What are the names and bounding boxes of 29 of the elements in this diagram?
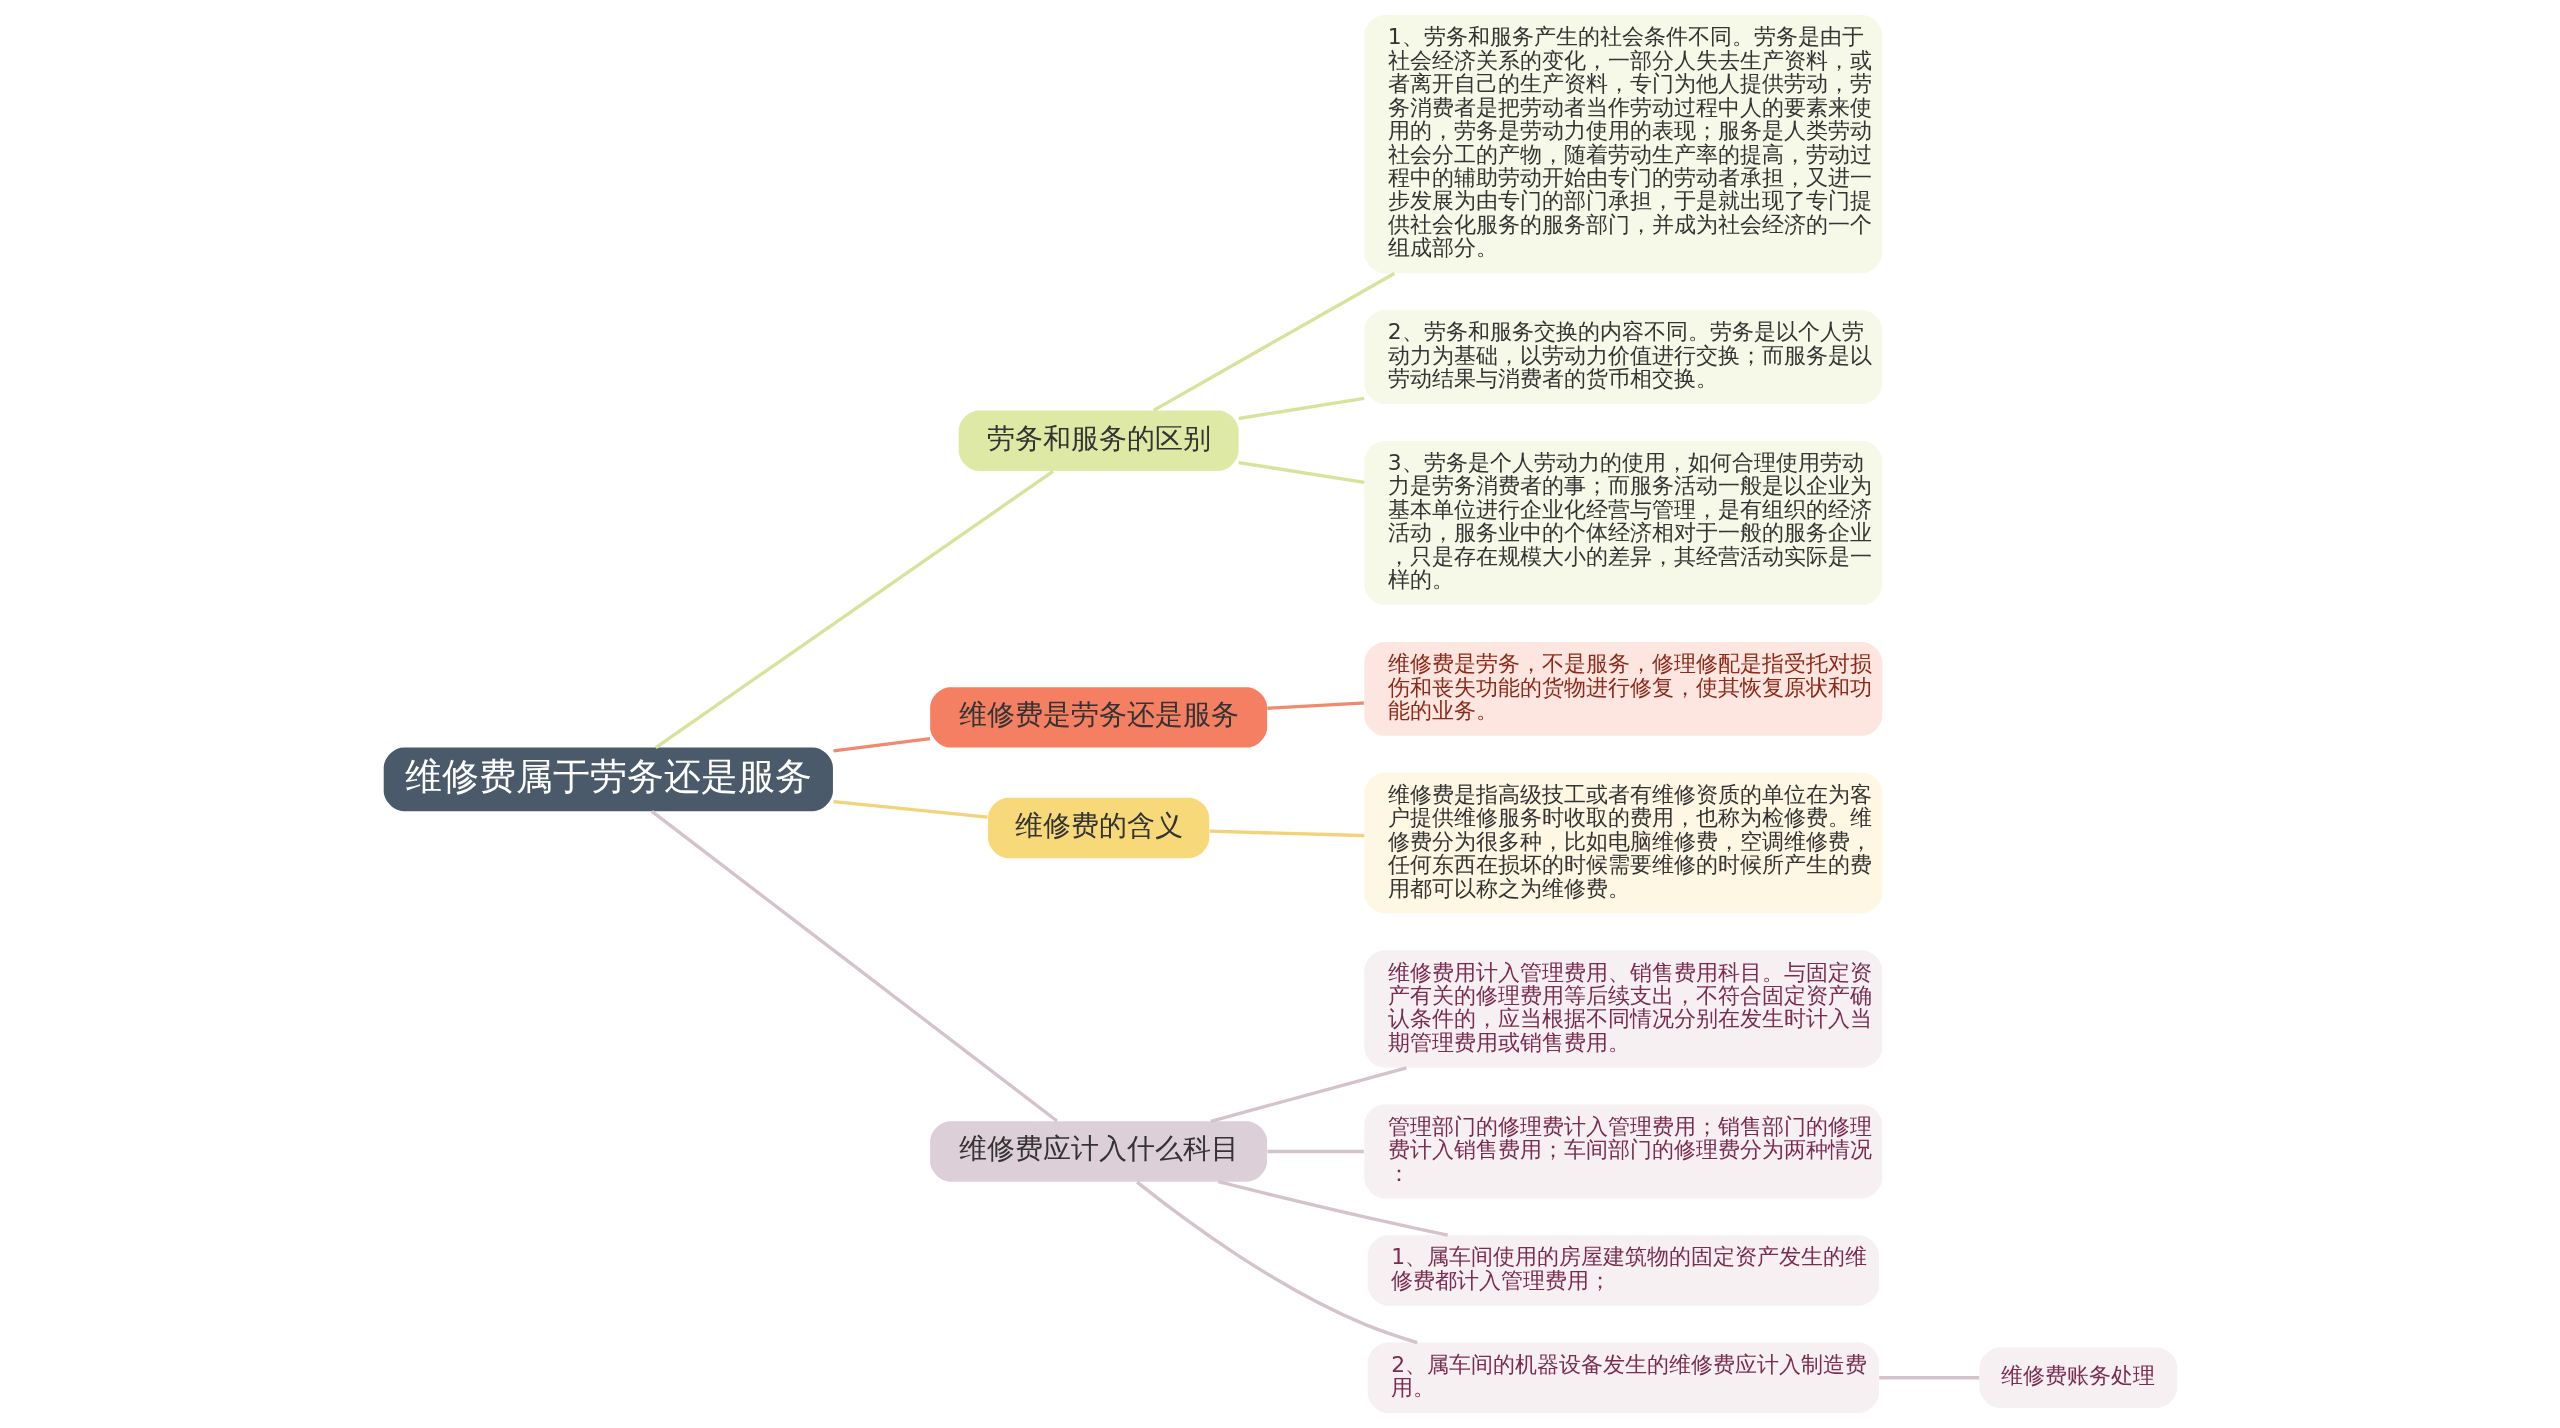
connector	[1237, 460, 1364, 484]
node-box: 维修费的含义	[987, 797, 1209, 859]
node-box: 2、劳务和服务交换的内容不同。劳务是以个人劳动力为基础，以劳动力价值进行交换；而服务是以劳动结果与消费者的货币相交换。	[1363, 310, 1882, 404]
connector	[832, 800, 988, 819]
connector	[1152, 272, 1395, 412]
connector	[1266, 701, 1364, 710]
node-box: 维修费是劳务还是服务	[929, 687, 1267, 748]
node-box: 维修费是劳务，不是服务，修理修配是指受托对损伤和丧失功能的货物进行修复，使其恢复原状和功能的业务。	[1363, 641, 1882, 736]
connector	[1209, 829, 1364, 838]
node-box: 劳务和服务的区别	[958, 410, 1239, 471]
connector	[1237, 396, 1364, 421]
node-box: 1、属车间使用的房屋建筑物的固定资产发生的维修费都计入管理费用；	[1367, 1235, 1879, 1306]
node-box: 维修费用计入管理费用、销售费用科目。与固定资产有关的修理费用等后续支出，不符合固定资产确认条件的，应当根据不同情况分别在发生时计入当期管理费用或销售费用。	[1363, 950, 1882, 1068]
connector	[654, 469, 1054, 749]
connector	[1135, 1180, 1418, 1345]
node-box: 维修费应计入什么科目	[929, 1121, 1267, 1182]
connector	[1217, 1180, 1448, 1237]
connector	[1209, 1066, 1407, 1123]
connector	[1266, 1149, 1364, 1154]
node-box: 2、属车间的机器设备发生的维修费应计入制造费用。	[1367, 1342, 1879, 1413]
node-box: 维修费账务处理	[1979, 1347, 2177, 1408]
node-box: 维修费属于劳务还是服务	[383, 747, 833, 812]
node-box: 管理部门的修理费计入管理费用；销售部门的修理费计入销售费用；车间部门的修理费分为两种情况：	[1363, 1104, 1882, 1199]
node-box: 1、劳务和服务产生的社会条件不同。劳务是由于社会经济关系的变化，一部分人失去生产资料，或者离开自己的生产资料，专门为他人提供劳动，劳务消费者是把劳动者当作劳动过程中人的要素来使用的，劳务是劳动力使用的表现；服务是人类劳动社会分工的产物，随着劳动生产率的提高，劳动过程中的辅助劳动开始由专门的劳动者承担，又进一步发展为由专门的部门承担，于是就出现了专门提供社会化服务的服务部门，并成为社会经济的一个组成部分。	[1363, 15, 1882, 274]
connector	[650, 810, 1058, 1123]
connector	[832, 736, 930, 753]
connector	[1878, 1376, 1979, 1380]
node-box: 维修费是指高级技工或者有维修资质的单位在为客户提供维修服务时收取的费用，也称为检修费。维修费分为很多种，比如电脑维修费，空调维修费，任何东西在损坏的时候需要维修的时候所产生的费用都可以称之为维修费。	[1363, 772, 1882, 914]
node-box: 3、劳务是个人劳动力的使用，如何合理使用劳动力是劳务消费者的事；而服务活动一般是以企业为基本单位进行企业化经营与管理，是有组织的经济活动，服务业中的个体经济相对于一般的服务企业，只是存在规模大小的差异，其经营活动实际是一样的。	[1363, 440, 1882, 606]
